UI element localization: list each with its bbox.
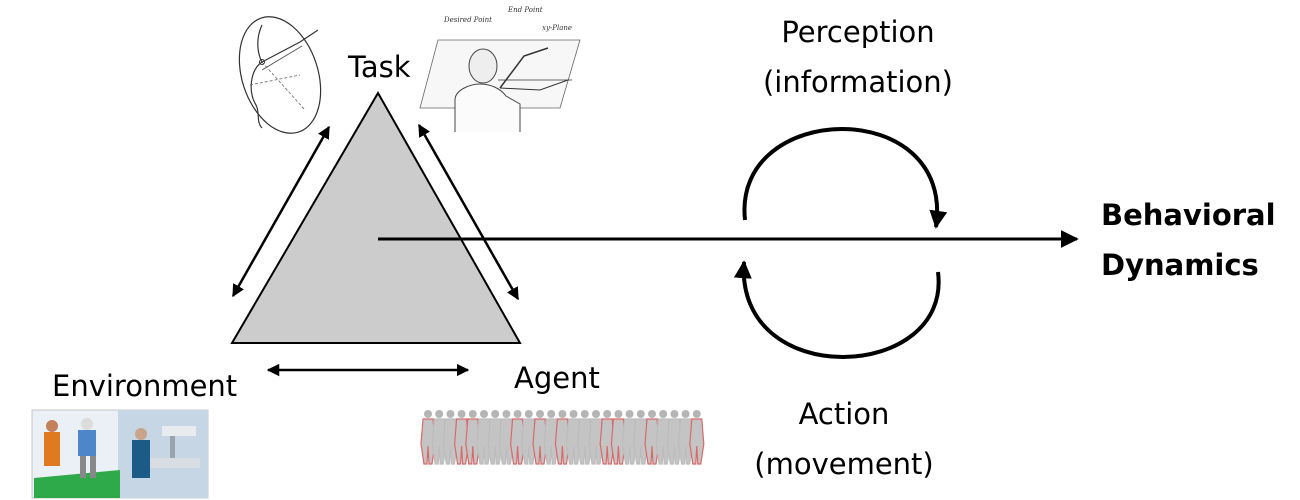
body-figure: [509, 410, 526, 465]
body-figure: [498, 410, 515, 465]
task-label: Task: [347, 50, 411, 84]
shoulder-kinematics-diagram-image: Desired Point End Point xy-Plane: [419, 6, 581, 132]
environment-label: Environment: [52, 369, 237, 403]
end-point-caption: End Point: [507, 6, 543, 14]
information-label: (information): [763, 65, 953, 99]
perception-arc: [742, 127, 948, 229]
movement-label: (movement): [754, 447, 933, 481]
body-figure: [588, 410, 604, 465]
action-label: Action: [799, 397, 890, 431]
perception-label: Perception: [781, 15, 934, 49]
agent-label: Agent: [514, 361, 600, 395]
arrow-task-agent: [417, 123, 520, 301]
body-figure: [655, 410, 671, 465]
body-figure: [442, 410, 459, 465]
body-shape-figures-row-image: [420, 410, 705, 465]
body-figure: [689, 410, 705, 465]
arm-reach-sketch-image: [238, 16, 322, 134]
dynamics-label: Dynamics: [1101, 248, 1259, 282]
behavioral-label: Behavioral: [1101, 198, 1276, 232]
action-arc: [733, 260, 941, 359]
arrow-task-environment: [231, 125, 331, 298]
body-figure: [610, 410, 627, 465]
robot-and-surgical-system-photo: [31, 409, 209, 499]
desired-point-caption: Desired Point: [443, 16, 492, 24]
xy-plane-caption: xy-Plane: [542, 24, 572, 32]
